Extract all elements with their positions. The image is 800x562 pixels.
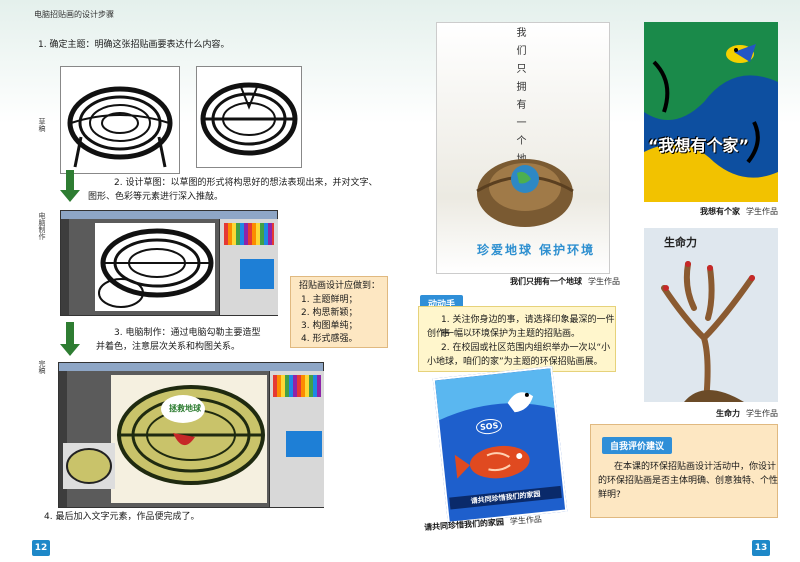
sketch-image-1 bbox=[60, 66, 180, 174]
down-arrow-icon bbox=[60, 170, 80, 202]
page-number-left: 12 bbox=[32, 540, 50, 556]
step-2-line-1: 2. 设计草图：以草图的形式将构思好的想法表现出来，并对文字、 bbox=[114, 178, 378, 188]
caption-cherish-home-title: 请共同珍惜我们的家园 bbox=[423, 517, 505, 533]
step-4-text: 4. 最后加入文字元素，作品便完成了。 bbox=[44, 512, 200, 522]
photoshop-screenshot-2: 拯救地球 bbox=[58, 362, 324, 508]
tips-item-4: 4. 形式感强。 bbox=[301, 334, 358, 344]
caption-one-earth-author: 学生作品 bbox=[588, 277, 620, 286]
caption-want-home: 我想有个家学生作品 bbox=[700, 206, 778, 217]
evaluation-line-3: 鲜明? bbox=[598, 490, 621, 500]
poster-cherish-home: SOS 请共同珍惜我们的家园 bbox=[432, 366, 568, 524]
step-1-text: 1. 确定主题：明确这张招贴画要表达什么内容。 bbox=[38, 40, 230, 50]
caption-one-earth: 我们只拥有一个地球学生作品 bbox=[510, 276, 620, 287]
caption-vitality-title: 生命力 bbox=[716, 409, 740, 418]
label-draft: 草稿 bbox=[38, 118, 46, 132]
design-tips-box: 招贴画设计应做到： 1. 主题鲜明； 2. 构思新颖； 3. 构图单纯； 4. … bbox=[290, 276, 388, 348]
step-2-line-2: 图形、色彩等元素进行深入推敲。 bbox=[88, 192, 224, 202]
poster-one-earth: 我们只拥有一个地球 珍爱地球 保护环境 bbox=[436, 22, 610, 274]
page-number-right: 13 bbox=[752, 540, 770, 556]
poster-want-home: “我想有个家” bbox=[644, 22, 778, 202]
activity-p2-line1: 2. 在校园或社区范围内组织举办一次以“小 bbox=[441, 343, 611, 353]
caption-vitality: 生命力学生作品 bbox=[716, 408, 778, 419]
label-computer: 电脑制作 bbox=[38, 212, 46, 240]
activity-p1-line2: 创作一幅以环境保护为主题的招贴画。 bbox=[427, 329, 581, 339]
down-arrow-icon bbox=[60, 322, 80, 356]
activity-p1-line1: 1. 关注你身边的事，请选择印象最深的一件事 bbox=[441, 315, 615, 339]
caption-want-home-title: 我想有个家 bbox=[700, 207, 740, 216]
step-3-line-1: 3. 电脑制作：通过电脑勾勒主要造型 bbox=[114, 328, 261, 338]
caption-want-home-author: 学生作品 bbox=[746, 207, 778, 216]
poster-vitality: 生命力 bbox=[644, 228, 778, 402]
poster-vertical-text: 我们只拥有一个地球 bbox=[514, 27, 525, 189]
step-3-line-2: 并着色，注意层次关系和构图关系。 bbox=[96, 342, 241, 352]
label-final: 完稿 bbox=[38, 360, 46, 374]
caption-cherish-home-author: 学生作品 bbox=[509, 514, 543, 527]
poster-tree-title: 生命力 bbox=[664, 236, 697, 249]
photoshop-screenshot-1 bbox=[60, 210, 278, 316]
activity-box: 1. 关注你身边的事，请选择印象最深的一件事 创作一幅以环境保护为主题的招贴画。… bbox=[418, 306, 616, 372]
evaluation-line-1: 在本课的环保招贴画设计活动中，你设计 bbox=[614, 462, 777, 472]
tips-item-1: 1. 主题鲜明； bbox=[301, 295, 358, 305]
evaluation-line-2: 的环保招贴画是否主体明确、创意独特、个性 bbox=[598, 476, 779, 486]
poster-slogan: 珍爱地球 保护环境 bbox=[477, 243, 596, 257]
artwork-text: 拯救地球 bbox=[169, 404, 201, 413]
tips-item-3: 3. 构图单纯； bbox=[301, 321, 358, 331]
running-title: 电脑招贴画的设计步骤 bbox=[34, 10, 114, 19]
tips-item-2: 2. 构思新颖； bbox=[301, 308, 358, 318]
poster-home-title: “我想有个家” bbox=[648, 136, 750, 155]
tips-title: 招贴画设计应做到： bbox=[299, 281, 381, 291]
activity-p2-line2: 小地球，咱们的家”为主题的环保招贴画展。 bbox=[427, 357, 603, 367]
caption-one-earth-title: 我们只拥有一个地球 bbox=[510, 277, 582, 286]
sketch-image-2 bbox=[196, 66, 302, 168]
caption-vitality-author: 学生作品 bbox=[746, 409, 778, 418]
evaluation-title: 自我评价建议 bbox=[602, 437, 673, 454]
